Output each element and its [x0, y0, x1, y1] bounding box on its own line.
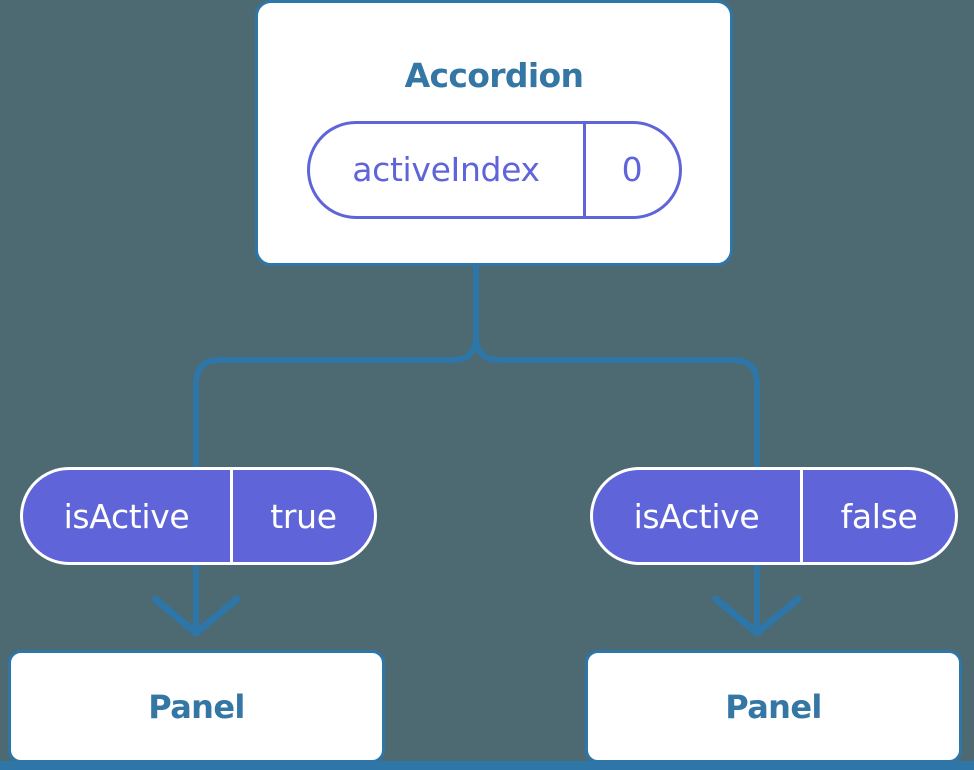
- accordion-title: Accordion: [404, 55, 584, 95]
- state-pill-value: 0: [621, 150, 643, 189]
- right-arrow-down-icon: [712, 595, 802, 637]
- right-branch-line: [473, 264, 760, 628]
- left-arrow-down-icon: [151, 595, 241, 637]
- state-pill-label: activeIndex: [352, 150, 540, 189]
- is-active-prop-pill-left: isActive true: [20, 467, 377, 565]
- panel-title: Panel: [148, 687, 245, 726]
- accordion-component-card: Accordion activeIndex 0: [255, 0, 733, 266]
- state-pill-divider: [582, 123, 586, 216]
- prop-pill-value: false: [840, 496, 918, 536]
- prop-pill-value: true: [270, 496, 337, 536]
- prop-pill-divider: [800, 470, 803, 562]
- prop-pill-divider: [230, 470, 233, 562]
- panel-title: Panel: [725, 687, 822, 726]
- is-active-prop-pill-right: isActive false: [590, 467, 958, 565]
- prop-pill-label: isActive: [63, 496, 190, 536]
- panel-component-card-left: Panel: [8, 650, 385, 763]
- prop-pill-label: isActive: [633, 496, 760, 536]
- left-branch-line: [193, 264, 479, 628]
- active-index-state-pill: activeIndex 0: [306, 120, 682, 219]
- panel-component-card-right: Panel: [585, 650, 962, 763]
- bottom-edge-bar: [0, 761, 974, 770]
